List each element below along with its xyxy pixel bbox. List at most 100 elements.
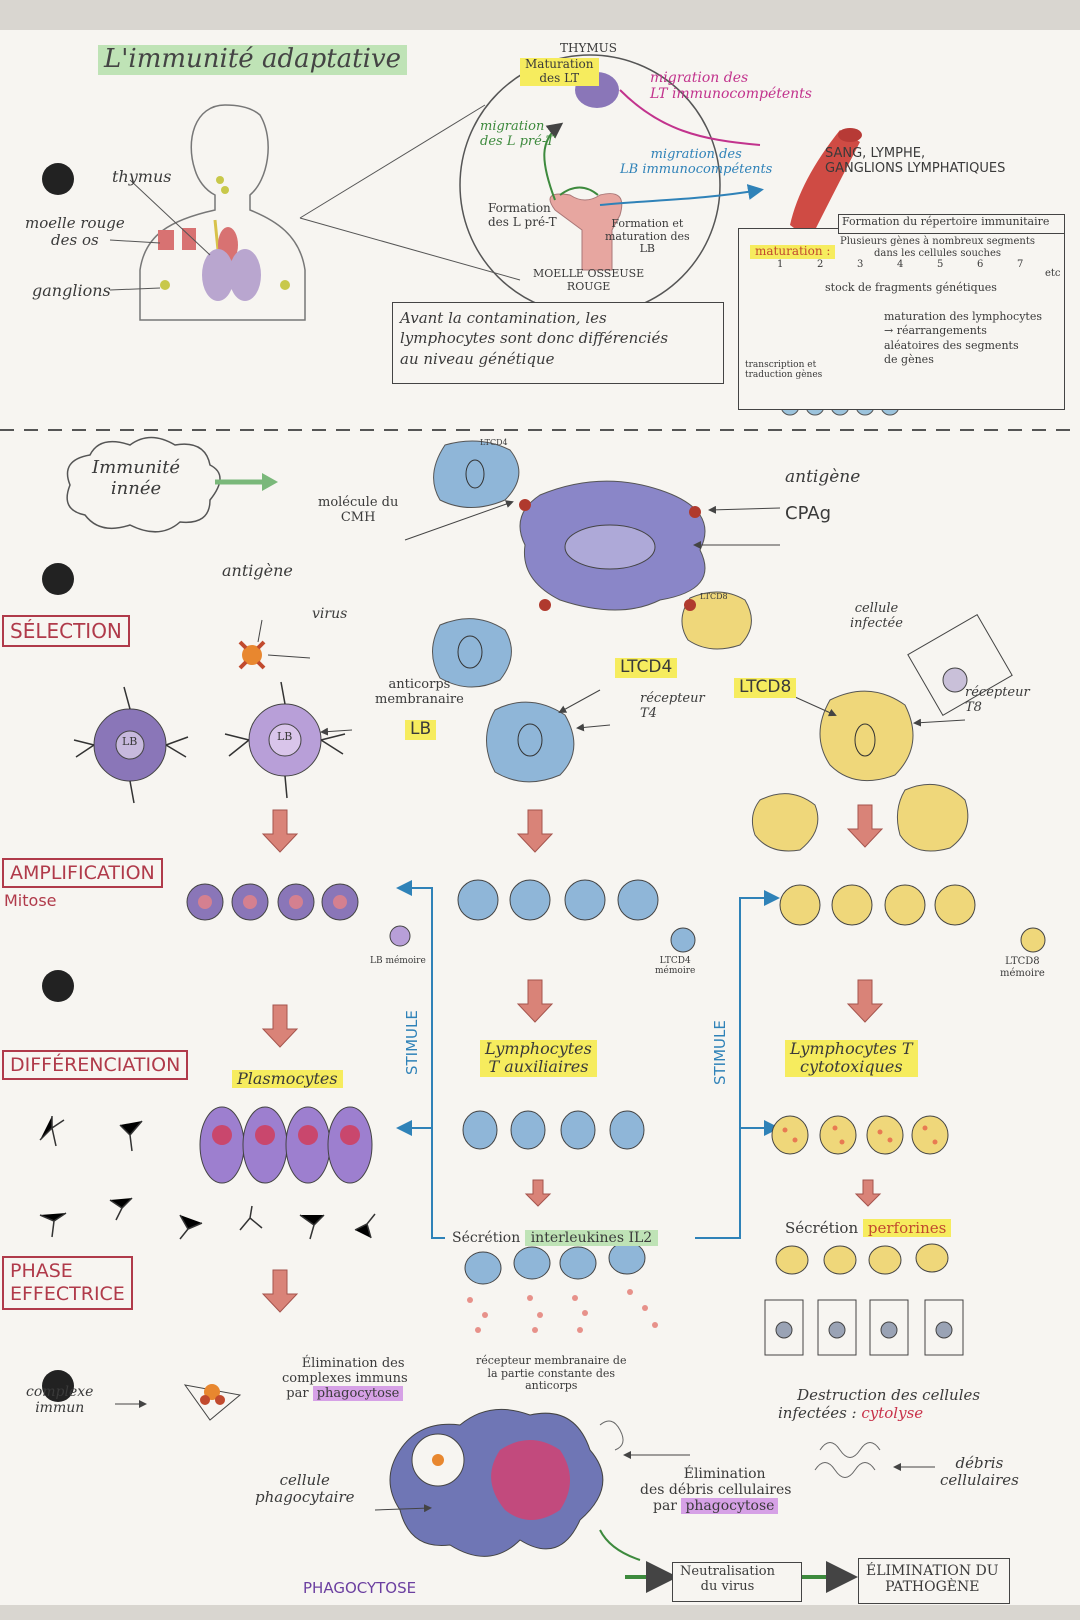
moelle-osseuse: MOELLE OSSEUSE ROUGE: [533, 267, 645, 293]
diagram-graphics: [0, 54, 1080, 1593]
stage-phase-effectrice: PHASE EFFECTRICE: [2, 1256, 133, 1310]
blood-label: SANG, LYMPHE, GANGLIONS LYMPHATIQUES: [825, 146, 1006, 176]
segment-3: 3: [857, 259, 864, 270]
maturation-lt: Maturation des LT: [520, 57, 599, 86]
neutralisation-text: Neutralisation du virus: [680, 1564, 775, 1594]
virus-label: virus: [312, 606, 348, 622]
punch-hole-4: [42, 1370, 74, 1402]
page-title: L'immunité adaptative: [98, 44, 408, 75]
antigene-label: antigène: [785, 467, 861, 487]
neutralisation-box: [672, 1562, 802, 1602]
migration-lb: migration des LB immunocompétents: [620, 147, 773, 177]
ltcd8-memoire: LTCD8 mémoire: [1000, 956, 1045, 979]
recepteur-t4: récepteur T4: [640, 691, 705, 721]
cpag-label: CPAg: [785, 503, 832, 524]
stimule-lines: [396, 880, 780, 1239]
lt8-amplification: [779, 884, 1046, 953]
formation-lb: Formation et maturation des LB: [605, 217, 690, 256]
notes-page: L'immunité adaptative: [0, 30, 1080, 1605]
cytolyse-word: cytolyse: [861, 1403, 924, 1422]
free-antibodies: [39, 1116, 376, 1240]
antigene-left: antigène: [222, 561, 293, 580]
lb-cell-label-2: LB: [277, 730, 293, 743]
ganglions-label: ganglions: [32, 281, 111, 300]
lt-cyto-label: Lymphocytes T cytotoxiques: [785, 1039, 918, 1077]
lt-aux-label: Lymphocytes T auxiliaires: [480, 1039, 597, 1077]
pathogene-box: [858, 1558, 1010, 1604]
organs-sketch: [158, 176, 290, 301]
destruction-label: Destruction des cellules infectées :: [778, 1386, 981, 1422]
ltcd4-label: LTCD4: [615, 657, 678, 678]
body-silhouette: [139, 104, 306, 321]
etc-label: etc: [1045, 268, 1061, 279]
plasmocytes-label: Plasmocytes: [232, 1069, 343, 1089]
ltcd8-small-label: LTCD8: [700, 592, 728, 601]
anticorps-label: anticorps membranaire: [375, 677, 464, 707]
segment-6: 6: [977, 259, 984, 270]
recepteur-t8: récepteur T8: [965, 685, 1030, 715]
stimule-left: STIMULE: [403, 1010, 421, 1075]
maturation-desc: maturation des lymphocytes → réarrangeme…: [884, 310, 1043, 366]
punch-hole-2: [42, 563, 74, 595]
repertoire-title: Formation du répertoire immunitaire: [842, 215, 1050, 228]
maturation-word: maturation :: [750, 244, 836, 259]
mitose-label: Mitose: [4, 891, 57, 910]
lb-cell-label-1: LB: [122, 735, 138, 748]
stimule-right: STIMULE: [711, 1020, 729, 1085]
secretion-il2: Sécrétion interleukines IL2: [452, 1230, 659, 1246]
cmh-label: molécule du CMH: [318, 495, 399, 525]
note-box: [392, 302, 724, 384]
stage-amplification: AMPLIFICATION: [2, 858, 163, 888]
punch-hole-3: [42, 970, 74, 1002]
lt4-amplification: [457, 879, 696, 953]
destruction-text: Destruction des cellules infectées : cyt…: [778, 1370, 980, 1439]
infected-cell: [907, 614, 1013, 716]
lb-cells-selection: [73, 640, 346, 804]
cloud-innee: [66, 436, 221, 533]
cellule-phagocytaire: cellule phagocytaire: [255, 1471, 355, 1507]
note-text: Avant la contamination, les lymphocytes …: [400, 309, 669, 368]
secretion-perf-highlight: perforines: [862, 1219, 952, 1237]
lt-cyto-cells: [771, 1115, 949, 1155]
down-arrows: [261, 804, 884, 1313]
stock-text: stock de fragments génétiques: [825, 281, 997, 294]
migration-lt: migration des LT immunocompétents: [650, 70, 812, 103]
phagocytose-caps: PHAGOCYTOSE: [303, 1579, 417, 1597]
elimination-debris-text: Élimination des débris cellulaires par: [640, 1466, 792, 1515]
punch-hole-1: [42, 163, 74, 195]
immune-complex: [183, 1384, 242, 1421]
elimination-debris: Élimination des débris cellulaires par p…: [640, 1450, 791, 1530]
segment-5: 5: [937, 259, 944, 270]
stage-selection: SÉLECTION: [2, 615, 130, 647]
pathogene-text: ÉLIMINATION DU PATHOGÈNE: [866, 1563, 999, 1596]
blood-vessel: [790, 130, 860, 240]
plasmocytes: [199, 1106, 373, 1184]
ltcd4-top-label: LTCD4: [480, 438, 508, 447]
ltcd4-selection: [486, 701, 575, 783]
thymus-heading: THYMUS: [560, 41, 618, 55]
elimination-complexes: Élimination des complexes immuns par pha…: [282, 1342, 408, 1417]
recepteur-membranaire: récepteur membranaire de la partie const…: [476, 1354, 627, 1393]
genes-text: Plusieurs gènes à nombreux segments dans…: [840, 236, 1036, 259]
lb-highlight-label: LB: [405, 719, 437, 740]
elimination-complexes-text: Élimination des complexes immuns par: [282, 1355, 408, 1401]
formation-lpret: Formation des L pré-T: [488, 201, 557, 229]
phagocytose-word-2: phagocytose: [681, 1498, 779, 1515]
segment-7: 7: [1017, 259, 1024, 270]
segment-2: 2: [817, 259, 824, 270]
phagocytose-word-1: phagocytose: [312, 1385, 404, 1401]
lb-memoire: LB mémoire: [370, 956, 426, 966]
secretion-il2-prefix: Sécrétion: [452, 1230, 525, 1246]
marrow-label: moelle rouge des os: [25, 214, 125, 250]
repertoire-title-box: [838, 214, 1065, 234]
ltcd8-selection: [819, 690, 914, 782]
cellule-infectee: cellule infectée: [850, 601, 903, 631]
target-cells: [764, 1299, 964, 1356]
ltcd8-label: LTCD8: [734, 677, 797, 698]
segment-4: 4: [897, 259, 904, 270]
ltcd4-memoire: LTCD4 mémoire: [655, 956, 696, 977]
secretion-perf-prefix: Sécrétion: [785, 1219, 863, 1237]
lb-amplification: [186, 883, 411, 947]
secretion-il2-highlight: interleukines IL2: [524, 1230, 659, 1246]
innee-label: Immunité innée: [92, 457, 181, 499]
